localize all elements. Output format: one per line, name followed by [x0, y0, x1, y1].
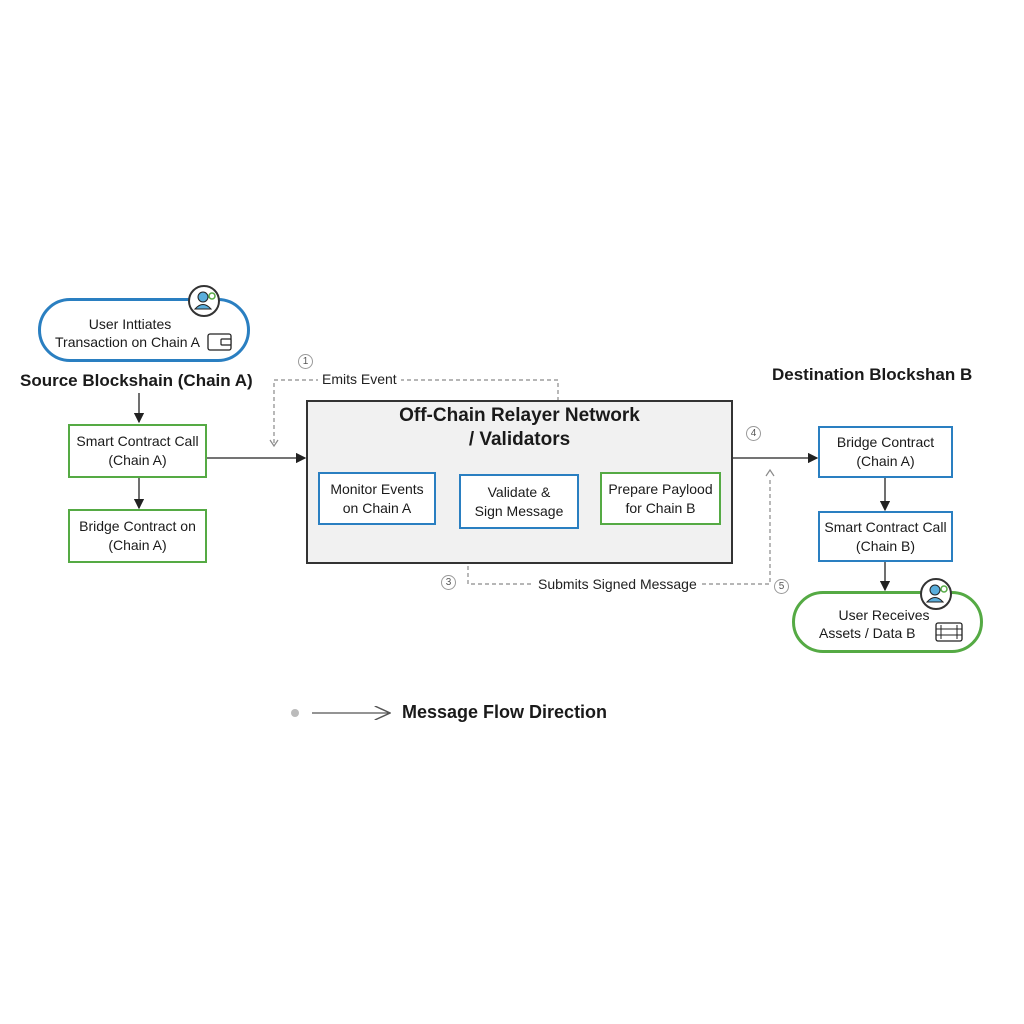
monitor-events-line1: Monitor Events — [330, 480, 424, 497]
user-receives-pill: User Receives Assets / Data B — [792, 591, 983, 653]
user-initiates-pill: User Inttiates Transaction on Chain A — [38, 298, 250, 362]
source-smart-contract-line2: (Chain A) — [108, 452, 167, 468]
user-receives-line1: User Receives — [838, 607, 930, 623]
submits-signed-message-label: Submits Signed Message — [534, 576, 701, 592]
dest-bridge-contract-line2: (Chain A) — [856, 453, 915, 469]
dashed-submits-head — [765, 468, 775, 477]
prepare-payload-line2: for Chain B — [625, 499, 696, 516]
source-smart-contract-line1: Smart Contract Call — [76, 433, 199, 449]
user-avatar-icon — [188, 285, 220, 317]
step-4-badge: 4 — [746, 426, 761, 441]
source-bridge-contract-box: Bridge Contract on (Chain A) — [68, 509, 207, 563]
dest-bridge-contract-line1: Bridge Contract — [836, 434, 935, 450]
dashed-emits-event-path — [273, 379, 559, 443]
dest-smart-contract-line2: (Chain B) — [855, 537, 916, 554]
emits-event-label: Emits Event — [318, 371, 401, 387]
validate-sign-line1: Validate & — [487, 483, 551, 500]
dashed-emits-event-head — [269, 439, 279, 448]
wallet-icon — [207, 333, 232, 351]
validate-sign-line2: Sign Message — [474, 502, 564, 519]
relayer-title: Off-Chain Relayer Network / Validators — [306, 404, 733, 452]
user-initiates-line2: Transaction on Chain A — [55, 334, 201, 350]
monitor-events-line2: on Chain A — [342, 499, 412, 516]
dest-smart-contract-box: Smart Contract Call (Chain B) — [818, 511, 953, 562]
step-5-badge: 5 — [774, 579, 789, 594]
prepare-payload-box: Prepare Paylood for Chain B — [600, 472, 721, 525]
user-initiates-line1: User Inttiates — [88, 316, 172, 332]
step-3-badge: 3 — [441, 575, 456, 590]
user-avatar-icon-destination — [920, 578, 952, 610]
relayer-title-line2: / Validators — [468, 429, 571, 450]
source-bridge-contract-line1: Bridge Contract on — [79, 518, 196, 534]
assets-icon — [935, 622, 963, 642]
relayer-title-line1: Off-Chain Relayer Network — [399, 405, 640, 426]
destination-heading: Destination Blockshan B — [772, 365, 973, 384]
dest-bridge-contract-box: Bridge Contract (Chain A) — [818, 426, 953, 478]
dest-smart-contract-line1: Smart Contract Call — [824, 518, 947, 535]
step-1-badge: 1 — [298, 354, 313, 369]
legend-dot — [291, 709, 299, 717]
source-bridge-contract-line2: (Chain A) — [108, 537, 167, 553]
source-smart-contract-box: Smart Contract Call (Chain A) — [68, 424, 207, 478]
monitor-events-box: Monitor Events on Chain A — [318, 472, 436, 525]
source-heading: Source Blockshain (Chain A) — [20, 371, 253, 390]
validate-sign-box: Validate & Sign Message — [459, 474, 579, 529]
legend-label: Message Flow Direction — [402, 702, 608, 722]
user-receives-line2: Assets / Data B — [819, 625, 916, 641]
prepare-payload-line1: Prepare Paylood — [608, 480, 713, 497]
